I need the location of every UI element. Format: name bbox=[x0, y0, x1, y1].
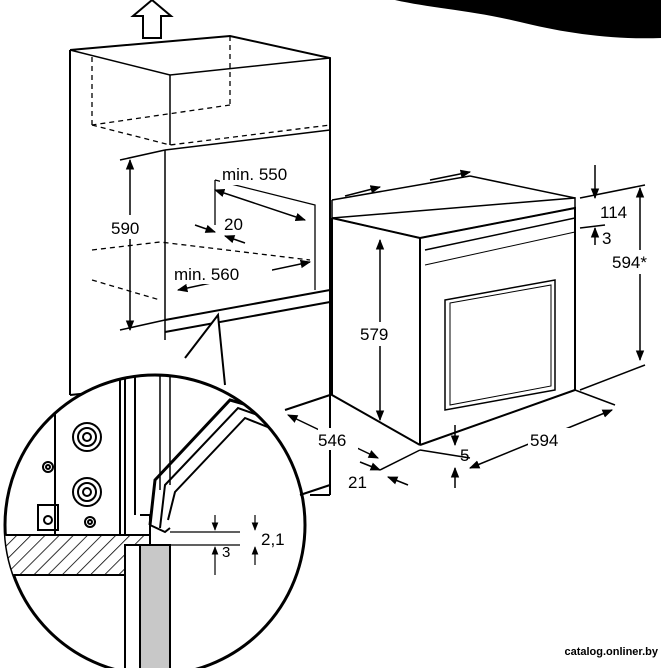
label-5: 5 bbox=[460, 446, 469, 465]
label-21: 21 bbox=[348, 473, 367, 492]
label-3-top: 3 bbox=[602, 229, 611, 248]
label-114: 114 bbox=[600, 203, 627, 222]
detail-callout: 3 2,1 bbox=[3, 312, 307, 668]
screw-icon bbox=[72, 477, 102, 507]
label-min-560: min. 560 bbox=[174, 265, 239, 284]
oven bbox=[331, 175, 576, 446]
background-corner-shape bbox=[395, 0, 661, 39]
dimension-590 bbox=[119, 149, 166, 332]
watermark: catalog.onliner.by bbox=[564, 646, 658, 658]
up-arrow-icon bbox=[130, 0, 174, 39]
label-579: 579 bbox=[360, 325, 388, 344]
label-594-height: 594* bbox=[612, 253, 647, 272]
screw-icon bbox=[72, 422, 102, 452]
dimension-top-depth bbox=[344, 169, 472, 197]
dimension-right bbox=[579, 165, 646, 391]
cabinet-base bbox=[299, 484, 331, 496]
label-20: 20 bbox=[224, 215, 243, 234]
dimension-5 bbox=[419, 425, 471, 488]
label-min-550: min. 550 bbox=[222, 165, 287, 184]
label-594-width: 594 bbox=[530, 431, 558, 450]
dimension-min-550 bbox=[214, 189, 306, 221]
dimension-20 bbox=[194, 224, 246, 244]
label-3-detail: 3 bbox=[222, 544, 230, 561]
label-2-1: 2,1 bbox=[261, 530, 285, 549]
dimension-21 bbox=[359, 449, 421, 486]
label-590: 590 bbox=[111, 219, 139, 238]
label-546: 546 bbox=[318, 431, 346, 450]
